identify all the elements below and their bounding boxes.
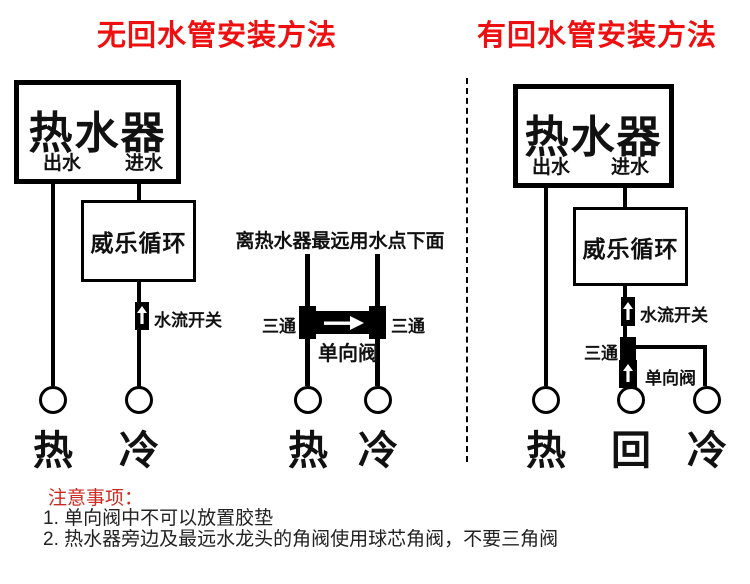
section-divider bbox=[466, 78, 468, 462]
arrow-up-icon bbox=[623, 364, 633, 382]
left-heater-label: 热水器 bbox=[28, 109, 167, 158]
left-inlet-pipe-bottom bbox=[137, 330, 141, 387]
right-cold-outlet-circle bbox=[693, 386, 721, 414]
left-pump-box: 威乐循环 bbox=[81, 200, 196, 282]
arrow-right-icon bbox=[324, 315, 364, 330]
right-heater-box: 热水器 出水 进水 bbox=[513, 84, 674, 188]
right-return-label: 回 bbox=[611, 429, 651, 473]
left-cold-outlet-circle bbox=[125, 386, 153, 414]
right-flow-switch bbox=[621, 297, 635, 326]
right-hot-label: 热 bbox=[526, 429, 566, 473]
right-pipe-pump-to-switch bbox=[623, 286, 627, 298]
middle-cold-label: 冷 bbox=[358, 429, 398, 473]
middle-tee-right bbox=[369, 306, 386, 339]
left-heater-box: 热水器 出水 进水 bbox=[14, 80, 181, 184]
right-tee bbox=[620, 337, 636, 360]
right-pipe-switch-to-tee bbox=[623, 326, 627, 338]
right-branch-pipe-horizontal bbox=[634, 345, 707, 349]
left-flow-switch bbox=[135, 302, 149, 330]
left-inlet-pipe-mid bbox=[137, 282, 141, 303]
left-diagram-title: 无回水管安装方法 bbox=[97, 20, 338, 52]
notes-item-2: 2. 热水器旁边及最远水龙头的角阀使用球芯角阀，不要三角阀 bbox=[43, 529, 559, 550]
middle-hot-label: 热 bbox=[288, 429, 328, 473]
middle-tee-left bbox=[299, 306, 316, 339]
notes-item-1: 1. 单向阀中不可以放置胶垫 bbox=[43, 508, 274, 529]
middle-hot-outlet-circle bbox=[294, 386, 322, 414]
right-check-valve bbox=[619, 360, 637, 388]
left-inlet-label: 进水 bbox=[125, 153, 164, 174]
left-hot-pipe bbox=[51, 184, 55, 386]
arrow-up-icon bbox=[623, 301, 633, 320]
right-outlet-label: 出水 bbox=[532, 157, 571, 178]
right-branch-pipe-drop bbox=[703, 345, 707, 386]
middle-check-valve-label: 单向阀 bbox=[318, 343, 378, 365]
right-pump-box: 威乐循环 bbox=[573, 207, 688, 286]
right-diagram-title: 有回水管安装方法 bbox=[476, 20, 717, 52]
right-heater-label: 热水器 bbox=[524, 113, 663, 162]
right-return-outlet-circle bbox=[617, 386, 645, 414]
left-hot-label: 热 bbox=[33, 429, 73, 473]
left-hot-outlet-circle bbox=[39, 386, 67, 414]
middle-check-valve bbox=[316, 311, 370, 334]
notes-heading: 注意事项： bbox=[48, 488, 144, 509]
left-pump-label: 威乐循环 bbox=[90, 230, 187, 256]
left-inlet-pipe-top bbox=[137, 184, 141, 202]
right-inlet-label: 进水 bbox=[611, 157, 650, 178]
arrow-up-icon bbox=[137, 306, 147, 324]
left-flow-switch-label: 水流开关 bbox=[154, 311, 222, 330]
middle-title: 离热水器最远用水点下面 bbox=[235, 231, 445, 252]
middle-tee-right-label: 三通 bbox=[391, 317, 425, 336]
right-inlet-pipe-top bbox=[623, 188, 627, 207]
right-tee-label: 三通 bbox=[584, 344, 618, 363]
middle-cold-outlet-circle bbox=[364, 386, 392, 414]
right-flow-switch-label: 水流开关 bbox=[640, 306, 708, 325]
right-pump-label: 威乐循环 bbox=[582, 235, 679, 262]
right-cold-label: 冷 bbox=[687, 429, 727, 473]
left-outlet-label: 出水 bbox=[43, 153, 82, 174]
middle-tee-left-label: 三通 bbox=[262, 317, 296, 336]
right-hot-outlet-circle bbox=[532, 386, 560, 414]
left-cold-label: 冷 bbox=[119, 429, 159, 473]
right-check-valve-label: 单向阀 bbox=[645, 369, 696, 388]
right-hot-pipe bbox=[544, 188, 548, 386]
